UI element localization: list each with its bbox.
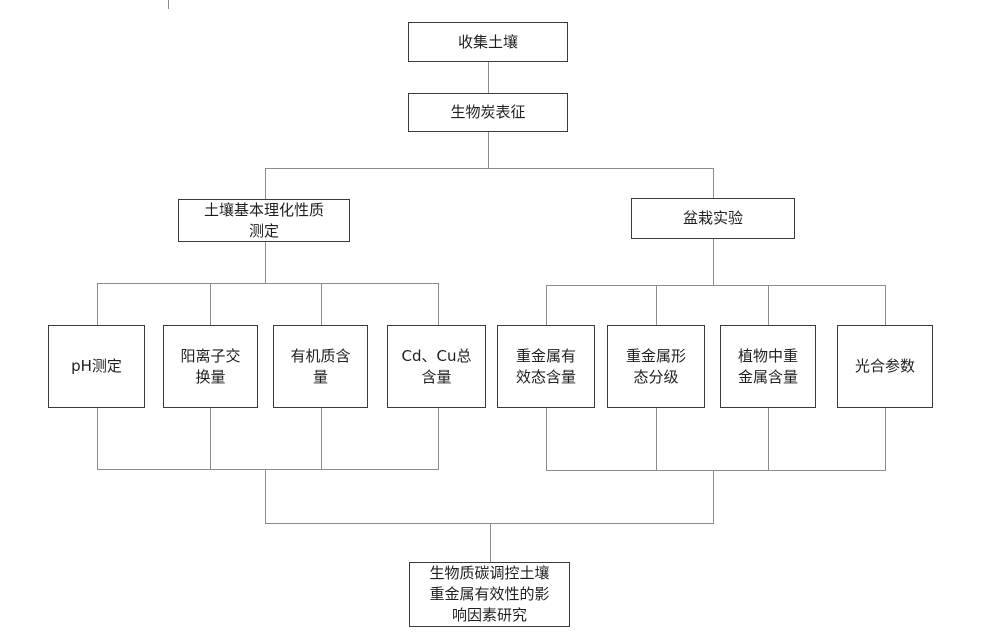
node-cec: 阳离子交 换量 bbox=[163, 325, 258, 408]
connector-line bbox=[321, 408, 322, 469]
connector-line bbox=[656, 285, 657, 325]
node-label: 效态含量 bbox=[515, 367, 576, 386]
node-heavy-metal-fractionation: 重金属形 态分级 bbox=[607, 325, 705, 408]
node-label: 生物质碳调控土壤 bbox=[429, 564, 550, 583]
connector-line bbox=[97, 469, 439, 470]
node-label: 量 bbox=[312, 367, 328, 386]
node-label: 土壤基本理化性质 bbox=[203, 200, 324, 219]
connector-line bbox=[488, 62, 489, 93]
node-label: 态分级 bbox=[633, 367, 679, 386]
node-plant-heavy-metal: 植物中重 金属含量 bbox=[720, 325, 816, 408]
connector-line bbox=[97, 283, 439, 284]
node-label: 有机质含 bbox=[290, 346, 351, 365]
connector-line bbox=[713, 168, 714, 198]
connector-line bbox=[768, 408, 769, 470]
node-label: 盆栽实验 bbox=[682, 209, 743, 228]
node-label: 响因素研究 bbox=[451, 605, 527, 624]
node-label: 重金属有效性的影 bbox=[429, 585, 550, 604]
node-label: 植物中重 bbox=[737, 346, 798, 365]
node-organic-matter: 有机质含 量 bbox=[273, 325, 368, 408]
connector-line bbox=[265, 168, 266, 199]
connector-line bbox=[768, 285, 769, 325]
node-heavy-metal-available: 重金属有 效态含量 bbox=[497, 325, 595, 408]
connector-line bbox=[546, 285, 886, 286]
connector-line bbox=[97, 408, 98, 469]
connector-line bbox=[438, 283, 439, 325]
connector-line bbox=[321, 283, 322, 325]
node-label: 含量 bbox=[421, 367, 452, 386]
node-label: 重金属形 bbox=[625, 346, 686, 365]
connector-line bbox=[265, 523, 714, 524]
connector-line bbox=[713, 239, 714, 285]
connector-line bbox=[546, 285, 547, 325]
connector-line bbox=[265, 469, 266, 523]
node-pot-experiment: 盆栽实验 bbox=[631, 198, 795, 239]
connector-line bbox=[265, 168, 714, 169]
connector-line bbox=[210, 283, 211, 325]
node-conclusion: 生物质碳调控土壤 重金属有效性的影 响因素研究 bbox=[409, 562, 570, 627]
node-label: 换量 bbox=[195, 367, 226, 386]
connector-line bbox=[168, 0, 169, 9]
connector-line bbox=[490, 523, 491, 562]
node-biochar-characterization: 生物炭表征 bbox=[408, 93, 568, 132]
node-cd-cu-total: Cd、Cu总 含量 bbox=[387, 325, 486, 408]
node-label: 重金属有 bbox=[515, 346, 576, 365]
node-photosynthetic-params: 光合参数 bbox=[837, 325, 933, 408]
connector-line bbox=[97, 283, 98, 325]
connector-line bbox=[656, 408, 657, 470]
connector-line bbox=[488, 132, 489, 168]
connector-line bbox=[885, 285, 886, 325]
node-collect-soil: 收集土壤 bbox=[408, 22, 568, 62]
node-label: pH测定 bbox=[71, 357, 122, 376]
node-label: 生物炭表征 bbox=[450, 103, 526, 122]
node-label: 收集土壤 bbox=[457, 32, 518, 51]
connector-line bbox=[265, 242, 266, 283]
connector-line bbox=[546, 470, 886, 471]
node-label: 阳离子交 bbox=[180, 346, 241, 365]
node-label: 测定 bbox=[248, 221, 279, 240]
node-label: 金属含量 bbox=[737, 367, 798, 386]
connector-line bbox=[546, 408, 547, 470]
connector-line bbox=[885, 408, 886, 470]
node-ph: pH测定 bbox=[48, 325, 145, 408]
connector-line bbox=[713, 470, 714, 523]
node-soil-properties: 土壤基本理化性质 测定 bbox=[178, 199, 350, 242]
connector-line bbox=[210, 408, 211, 469]
node-label: 光合参数 bbox=[854, 357, 915, 376]
connector-line bbox=[438, 408, 439, 469]
node-label: Cd、Cu总 bbox=[401, 346, 472, 365]
